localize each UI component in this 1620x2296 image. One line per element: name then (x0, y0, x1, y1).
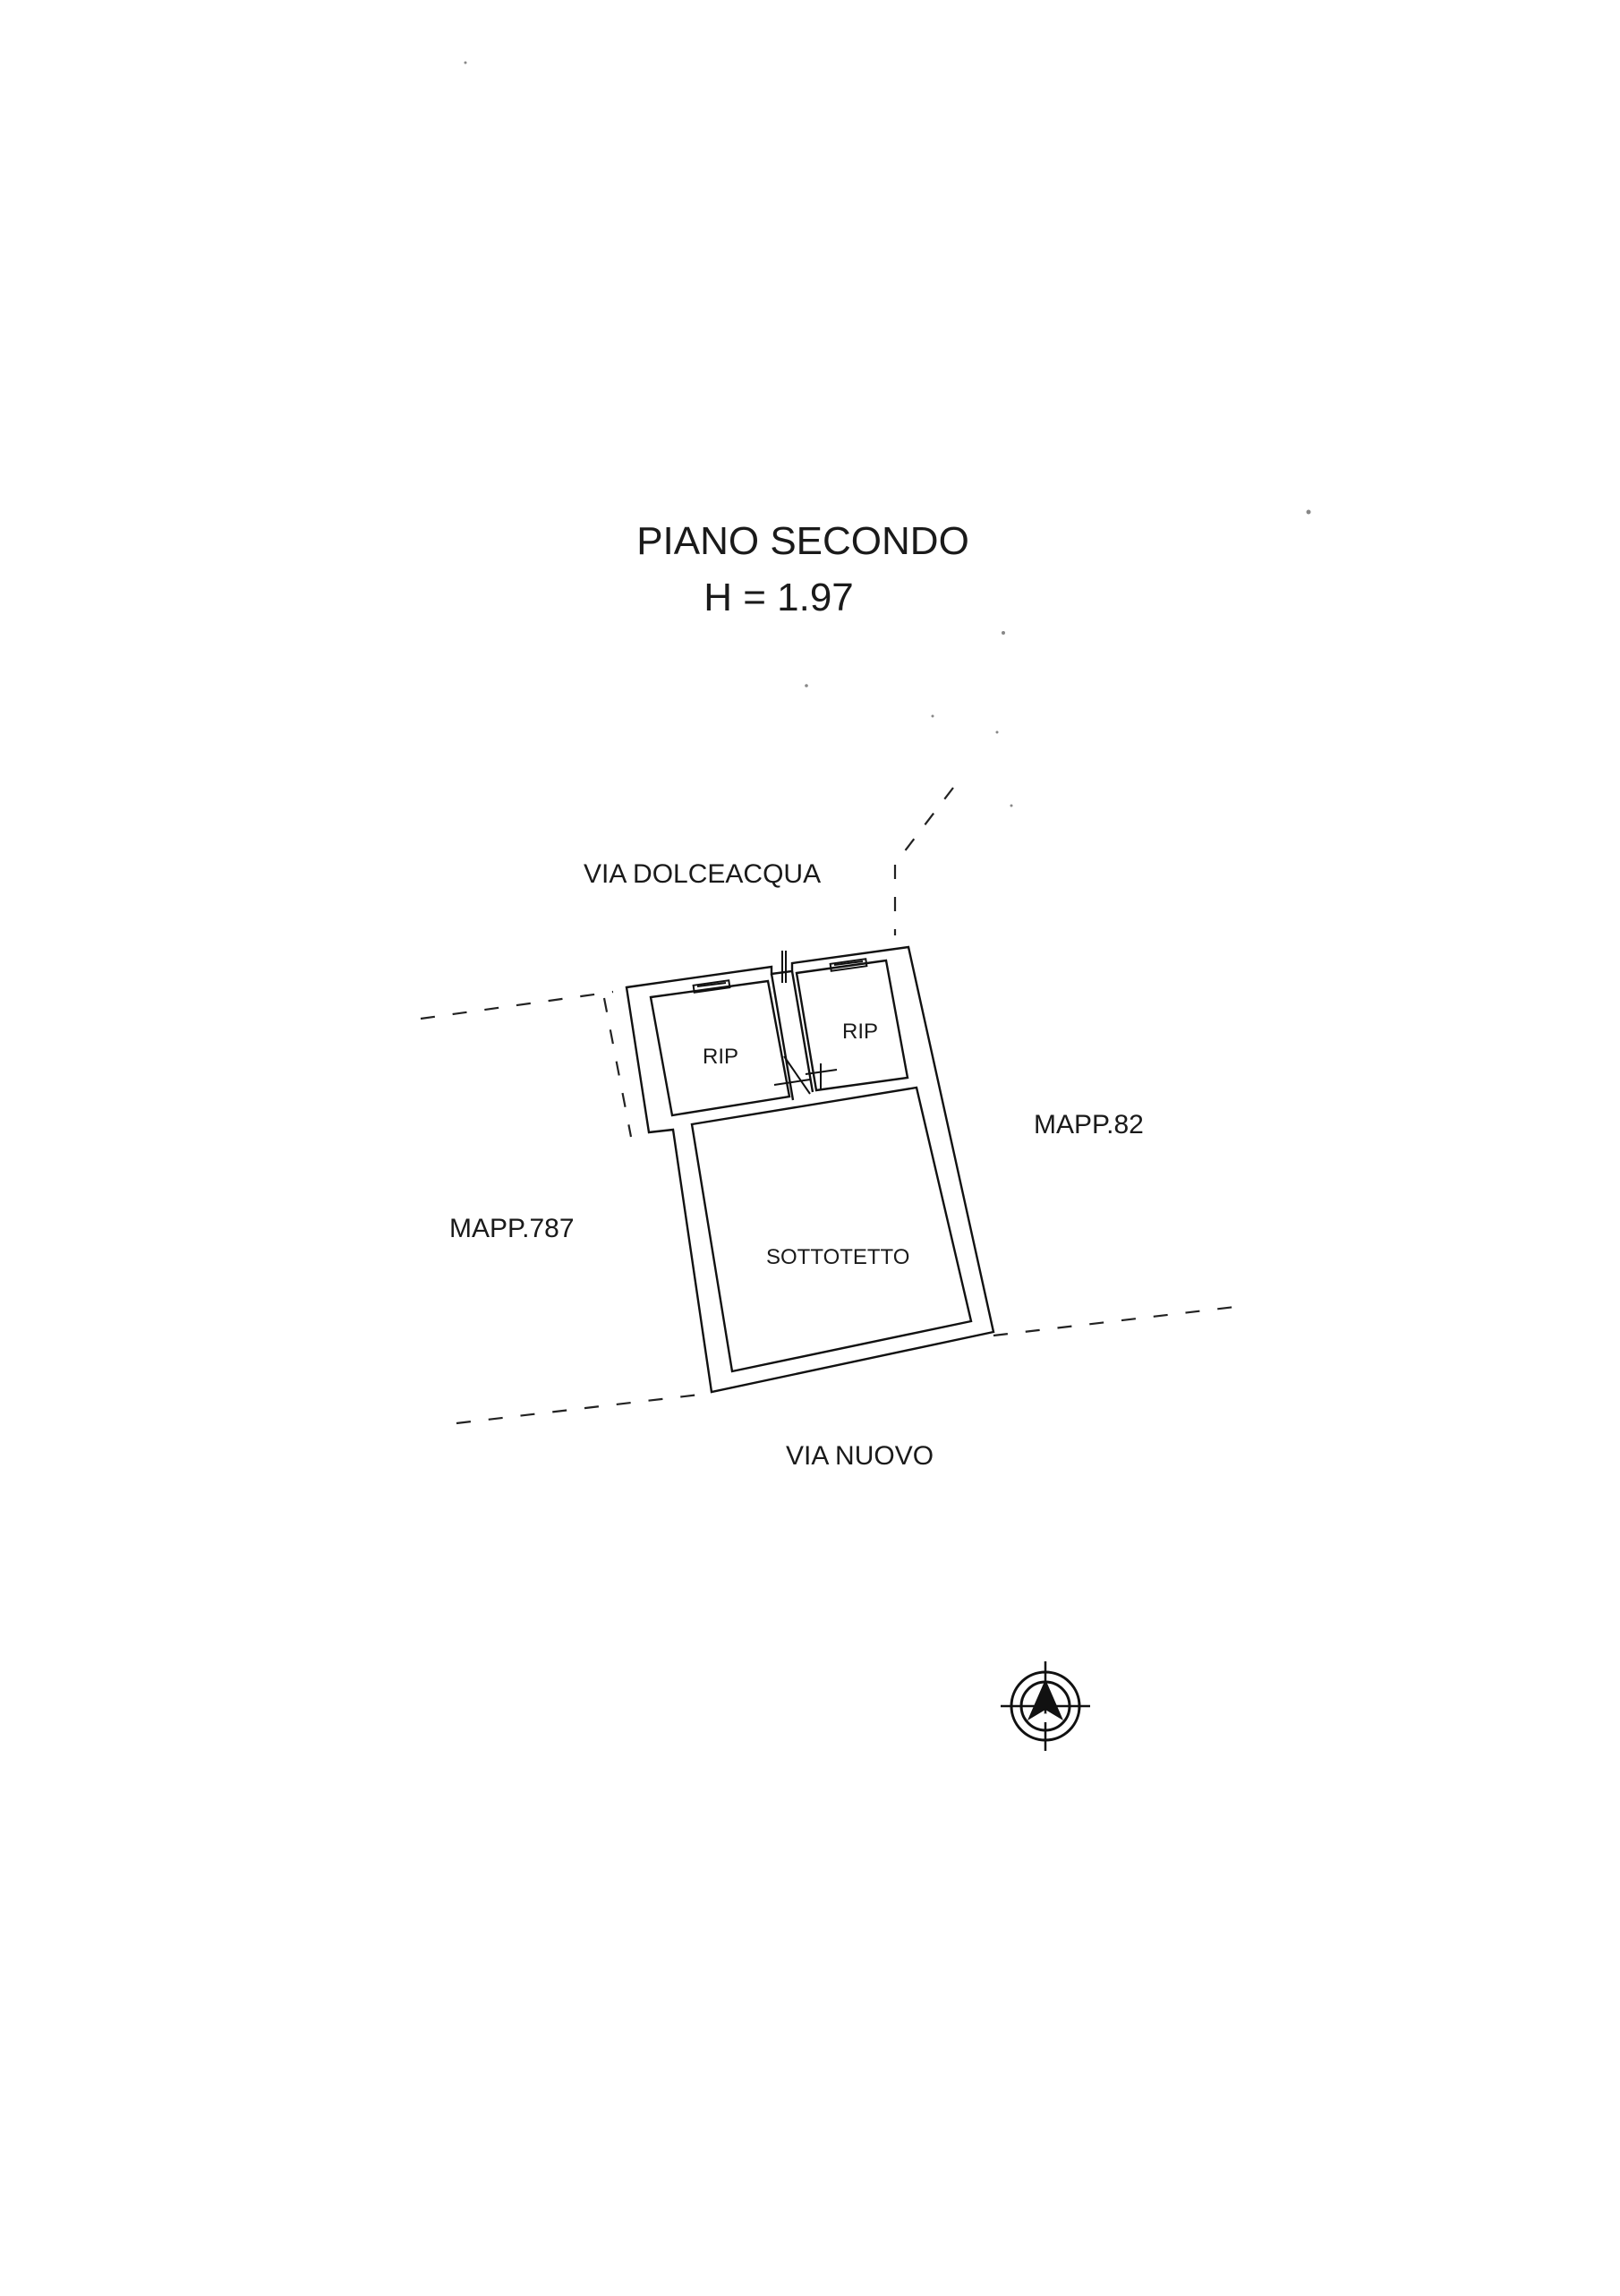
parcel-label-east: MAPP.82 (1034, 1110, 1144, 1139)
building-walls (625, 945, 995, 1394)
compass-rose-icon (1001, 1661, 1090, 1751)
parcel-label-west: MAPP.787 (449, 1214, 575, 1243)
room-label-attic: SOTTOTETTO (766, 1245, 909, 1269)
street-label-south: VIA NUOVO (786, 1441, 934, 1471)
opening-details (692, 951, 868, 1095)
scan-artifacts (464, 61, 1311, 807)
boundary-lines (420, 787, 1236, 1425)
room-label-storage-left: RIP (703, 1045, 738, 1069)
street-label-north: VIA DOLCEACQUA (584, 859, 821, 889)
floor-title: PIANO SECONDO (636, 519, 969, 563)
floor-height: H = 1.97 (703, 576, 854, 619)
room-label-storage-right: RIP (842, 1020, 878, 1044)
